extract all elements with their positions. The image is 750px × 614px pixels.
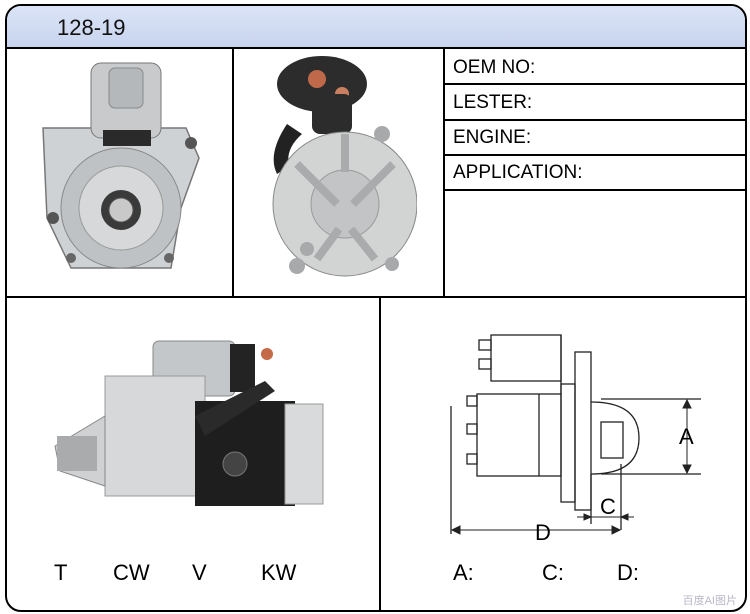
watermark: 百度AI图片 xyxy=(682,595,737,607)
rating-t: T xyxy=(54,560,68,585)
divider xyxy=(443,83,745,85)
divider xyxy=(379,296,381,610)
header-bar: 128-19 xyxy=(7,6,745,49)
divider xyxy=(232,47,234,297)
product-sheet: 128-19 OEM NO: LESTER: ENGINE: APPLICATI… xyxy=(5,4,747,612)
dim-label-c: C xyxy=(600,494,616,519)
divider xyxy=(443,154,745,156)
divider xyxy=(7,296,745,298)
divider xyxy=(443,47,445,297)
dim-value-d: D: xyxy=(617,560,639,585)
spec-label-oem: OEM NO: xyxy=(453,57,536,78)
spec-label-application: APPLICATION: xyxy=(453,162,583,183)
dim-label-a: A xyxy=(679,424,694,449)
spec-label-lester: LESTER: xyxy=(453,92,533,113)
rating-kw: KW xyxy=(261,560,297,585)
starter-side-view-image xyxy=(54,340,324,506)
rating-v: V xyxy=(192,560,207,585)
divider xyxy=(443,189,745,191)
dim-label-d: D xyxy=(535,520,551,545)
dimension-diagram: A C D xyxy=(450,334,701,545)
starter-front-view-image xyxy=(42,62,200,269)
divider xyxy=(443,119,745,121)
dim-value-a: A: xyxy=(453,560,474,585)
part-number: 128-19 xyxy=(57,15,126,40)
spec-label-engine: ENGINE: xyxy=(453,127,532,148)
rating-cw: CW xyxy=(113,560,150,585)
starter-rear-view-image xyxy=(272,56,417,277)
dim-value-c: C: xyxy=(542,560,564,585)
